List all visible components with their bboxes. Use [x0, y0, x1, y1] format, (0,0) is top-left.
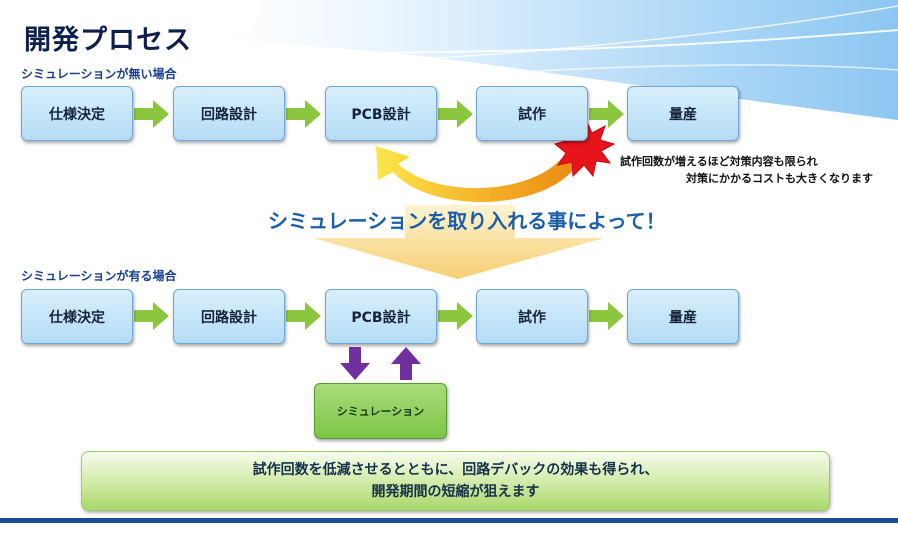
step-prototype: 試作 — [476, 86, 588, 141]
step-pcb-design: PCB設計 — [325, 86, 437, 141]
simulation-box: シミュレーション — [314, 383, 447, 439]
summary-banner: 試作回数を低減させるとともに、回路デバックの効果も得られ、 開発期間の短縮が狙え… — [81, 451, 830, 511]
big-down-arrow — [313, 205, 604, 279]
step-spec: 仕様決定 — [21, 86, 133, 141]
flow-arrows-bottom — [134, 302, 624, 330]
flow-arrow — [589, 302, 624, 330]
summary-line1: 試作回数を低減させるとともに、回路デバックの効果も得られ、 — [252, 462, 659, 478]
cost-note-line1: 試作回数が増えるほど対策内容も限られ — [620, 155, 818, 168]
flow-arrow — [438, 100, 473, 128]
loop-back-arrow — [376, 146, 577, 202]
step-mass-production: 量産 — [627, 289, 739, 344]
flow-arrow — [134, 302, 169, 330]
step-prototype: 試作 — [476, 289, 588, 344]
step-mass-production: 量産 — [627, 86, 739, 141]
section-label-with-simulation: シミュレーションが有る場合 — [21, 269, 177, 283]
simulation-arrows — [340, 347, 421, 380]
down-arrow-icon — [340, 347, 370, 380]
headline: シミュレーションを取り入れる事によって！ — [268, 209, 666, 233]
cost-note-line2: 対策にかかるコストも大きくなります — [686, 172, 873, 185]
flow-arrow — [589, 100, 624, 128]
step-spec: 仕様決定 — [21, 289, 133, 344]
step-pcb-design: PCB設計 — [325, 289, 437, 344]
flow-arrows-top — [134, 100, 624, 128]
flow-arrow — [286, 302, 321, 330]
page-title: 開発プロセス — [24, 25, 192, 56]
up-arrow-icon — [391, 347, 421, 380]
flow-arrow — [134, 100, 169, 128]
section-label-without-simulation: シミュレーションが無い場合 — [21, 67, 177, 81]
bottom-bar — [0, 518, 898, 523]
step-circuit-design: 回路設計 — [173, 289, 285, 344]
flow-arrow — [286, 100, 321, 128]
step-circuit-design: 回路設計 — [173, 86, 285, 141]
summary-line2: 開発期間の短縮が狙えます — [371, 484, 540, 500]
flow-arrow — [438, 302, 473, 330]
